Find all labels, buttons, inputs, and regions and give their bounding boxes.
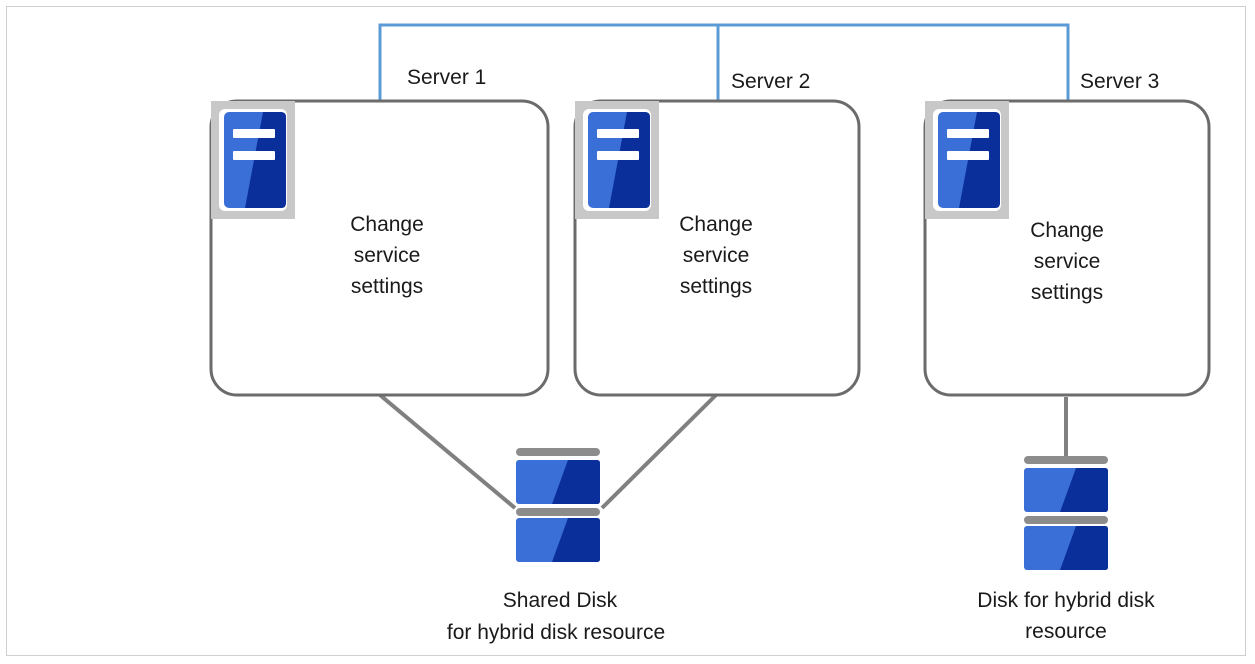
- hybrid-disk-label-line1: Disk for hybrid disk: [977, 589, 1155, 612]
- hybrid-disk-label-line2: resource: [1025, 620, 1107, 643]
- disk-icon: [516, 448, 600, 562]
- connector-server1-shared-disk: [378, 393, 517, 510]
- server-icon: [925, 101, 1009, 219]
- server-box-1: [209, 99, 550, 397]
- disk-icon: [1024, 456, 1108, 570]
- server-icon: [575, 101, 659, 219]
- shared-disk-label-line1: Shared Disk: [502, 589, 618, 612]
- network-link-server-3: [718, 23, 1070, 100]
- network-lines: [378, 23, 1070, 100]
- connector-server2-shared-disk: [600, 393, 718, 510]
- network-link-server-1: [378, 23, 718, 100]
- server-1-label: Server 1: [407, 66, 487, 89]
- server-3-body-text: Change service settings: [1030, 219, 1104, 304]
- server-1-body-text: Change service settings: [350, 213, 424, 298]
- outer-frame: [6, 6, 1246, 656]
- disk-connectors: [378, 393, 1068, 510]
- server-2-label: Server 2: [731, 70, 811, 93]
- server-icon: [211, 101, 295, 219]
- shared-disk-label-line2: for hybrid disk resource: [446, 621, 666, 644]
- server-3-label: Server 3: [1080, 70, 1160, 93]
- server-2-body-text: Change service settings: [679, 213, 753, 298]
